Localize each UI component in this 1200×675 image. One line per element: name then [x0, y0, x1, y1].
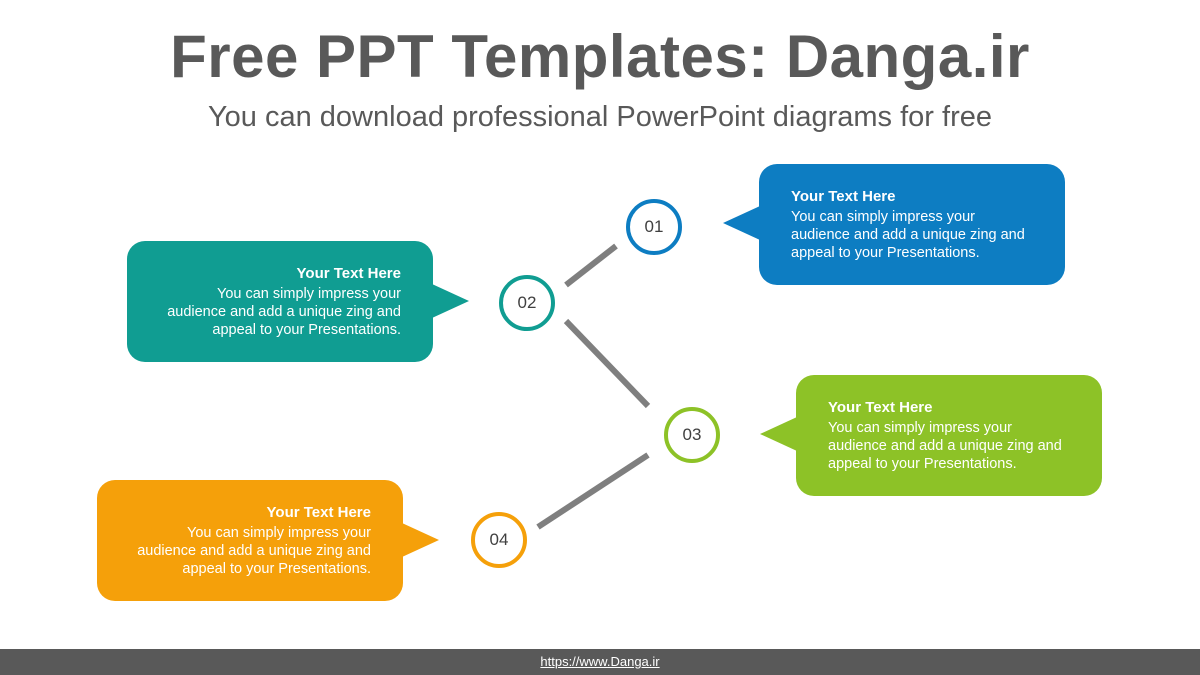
connector-01-02: [564, 243, 618, 288]
step-node-02: 02: [499, 275, 555, 331]
step-number-01: 01: [644, 217, 664, 236]
callout-03-heading: Your Text Here: [828, 399, 933, 416]
footer-bar: https://www.Danga.ir: [0, 649, 1200, 675]
callout-02-text: You can simply impress your audience and…: [167, 286, 401, 338]
callout-02: Your Text Here You can simply impress yo…: [127, 241, 469, 362]
connector-03-04: [536, 452, 650, 530]
page-subtitle: You can download professional PowerPoint…: [207, 101, 992, 133]
callout-01-heading: Your Text Here: [791, 188, 896, 205]
connector-02-03: [563, 318, 651, 409]
callout-04-text: You can simply impress your audience and…: [137, 525, 371, 577]
step-node-01: 01: [626, 199, 682, 255]
callout-02-pointer: [432, 284, 469, 318]
callout-04-pointer: [402, 523, 439, 557]
callout-03: Your Text Here You can simply impress yo…: [760, 375, 1102, 496]
callout-02-heading: Your Text Here: [296, 265, 401, 282]
callout-04: Your Text Here You can simply impress yo…: [97, 480, 439, 601]
step-number-02: 02: [517, 293, 537, 312]
page-title: Free PPT Templates: Danga.ir: [170, 23, 1030, 90]
callout-01: Your Text Here You can simply impress yo…: [723, 164, 1065, 285]
step-node-03: 03: [664, 407, 720, 463]
step-number-03: 03: [682, 425, 702, 444]
callout-03-text: You can simply impress your audience and…: [828, 420, 1062, 472]
step-node-04: 04: [471, 512, 527, 568]
callout-01-pointer: [723, 206, 760, 240]
step-number-04: 04: [489, 530, 509, 549]
callout-04-heading: Your Text Here: [266, 504, 371, 521]
callout-03-pointer: [760, 417, 797, 451]
footer-link[interactable]: https://www.Danga.ir: [540, 654, 660, 669]
callout-01-text: You can simply impress your audience and…: [791, 209, 1025, 261]
